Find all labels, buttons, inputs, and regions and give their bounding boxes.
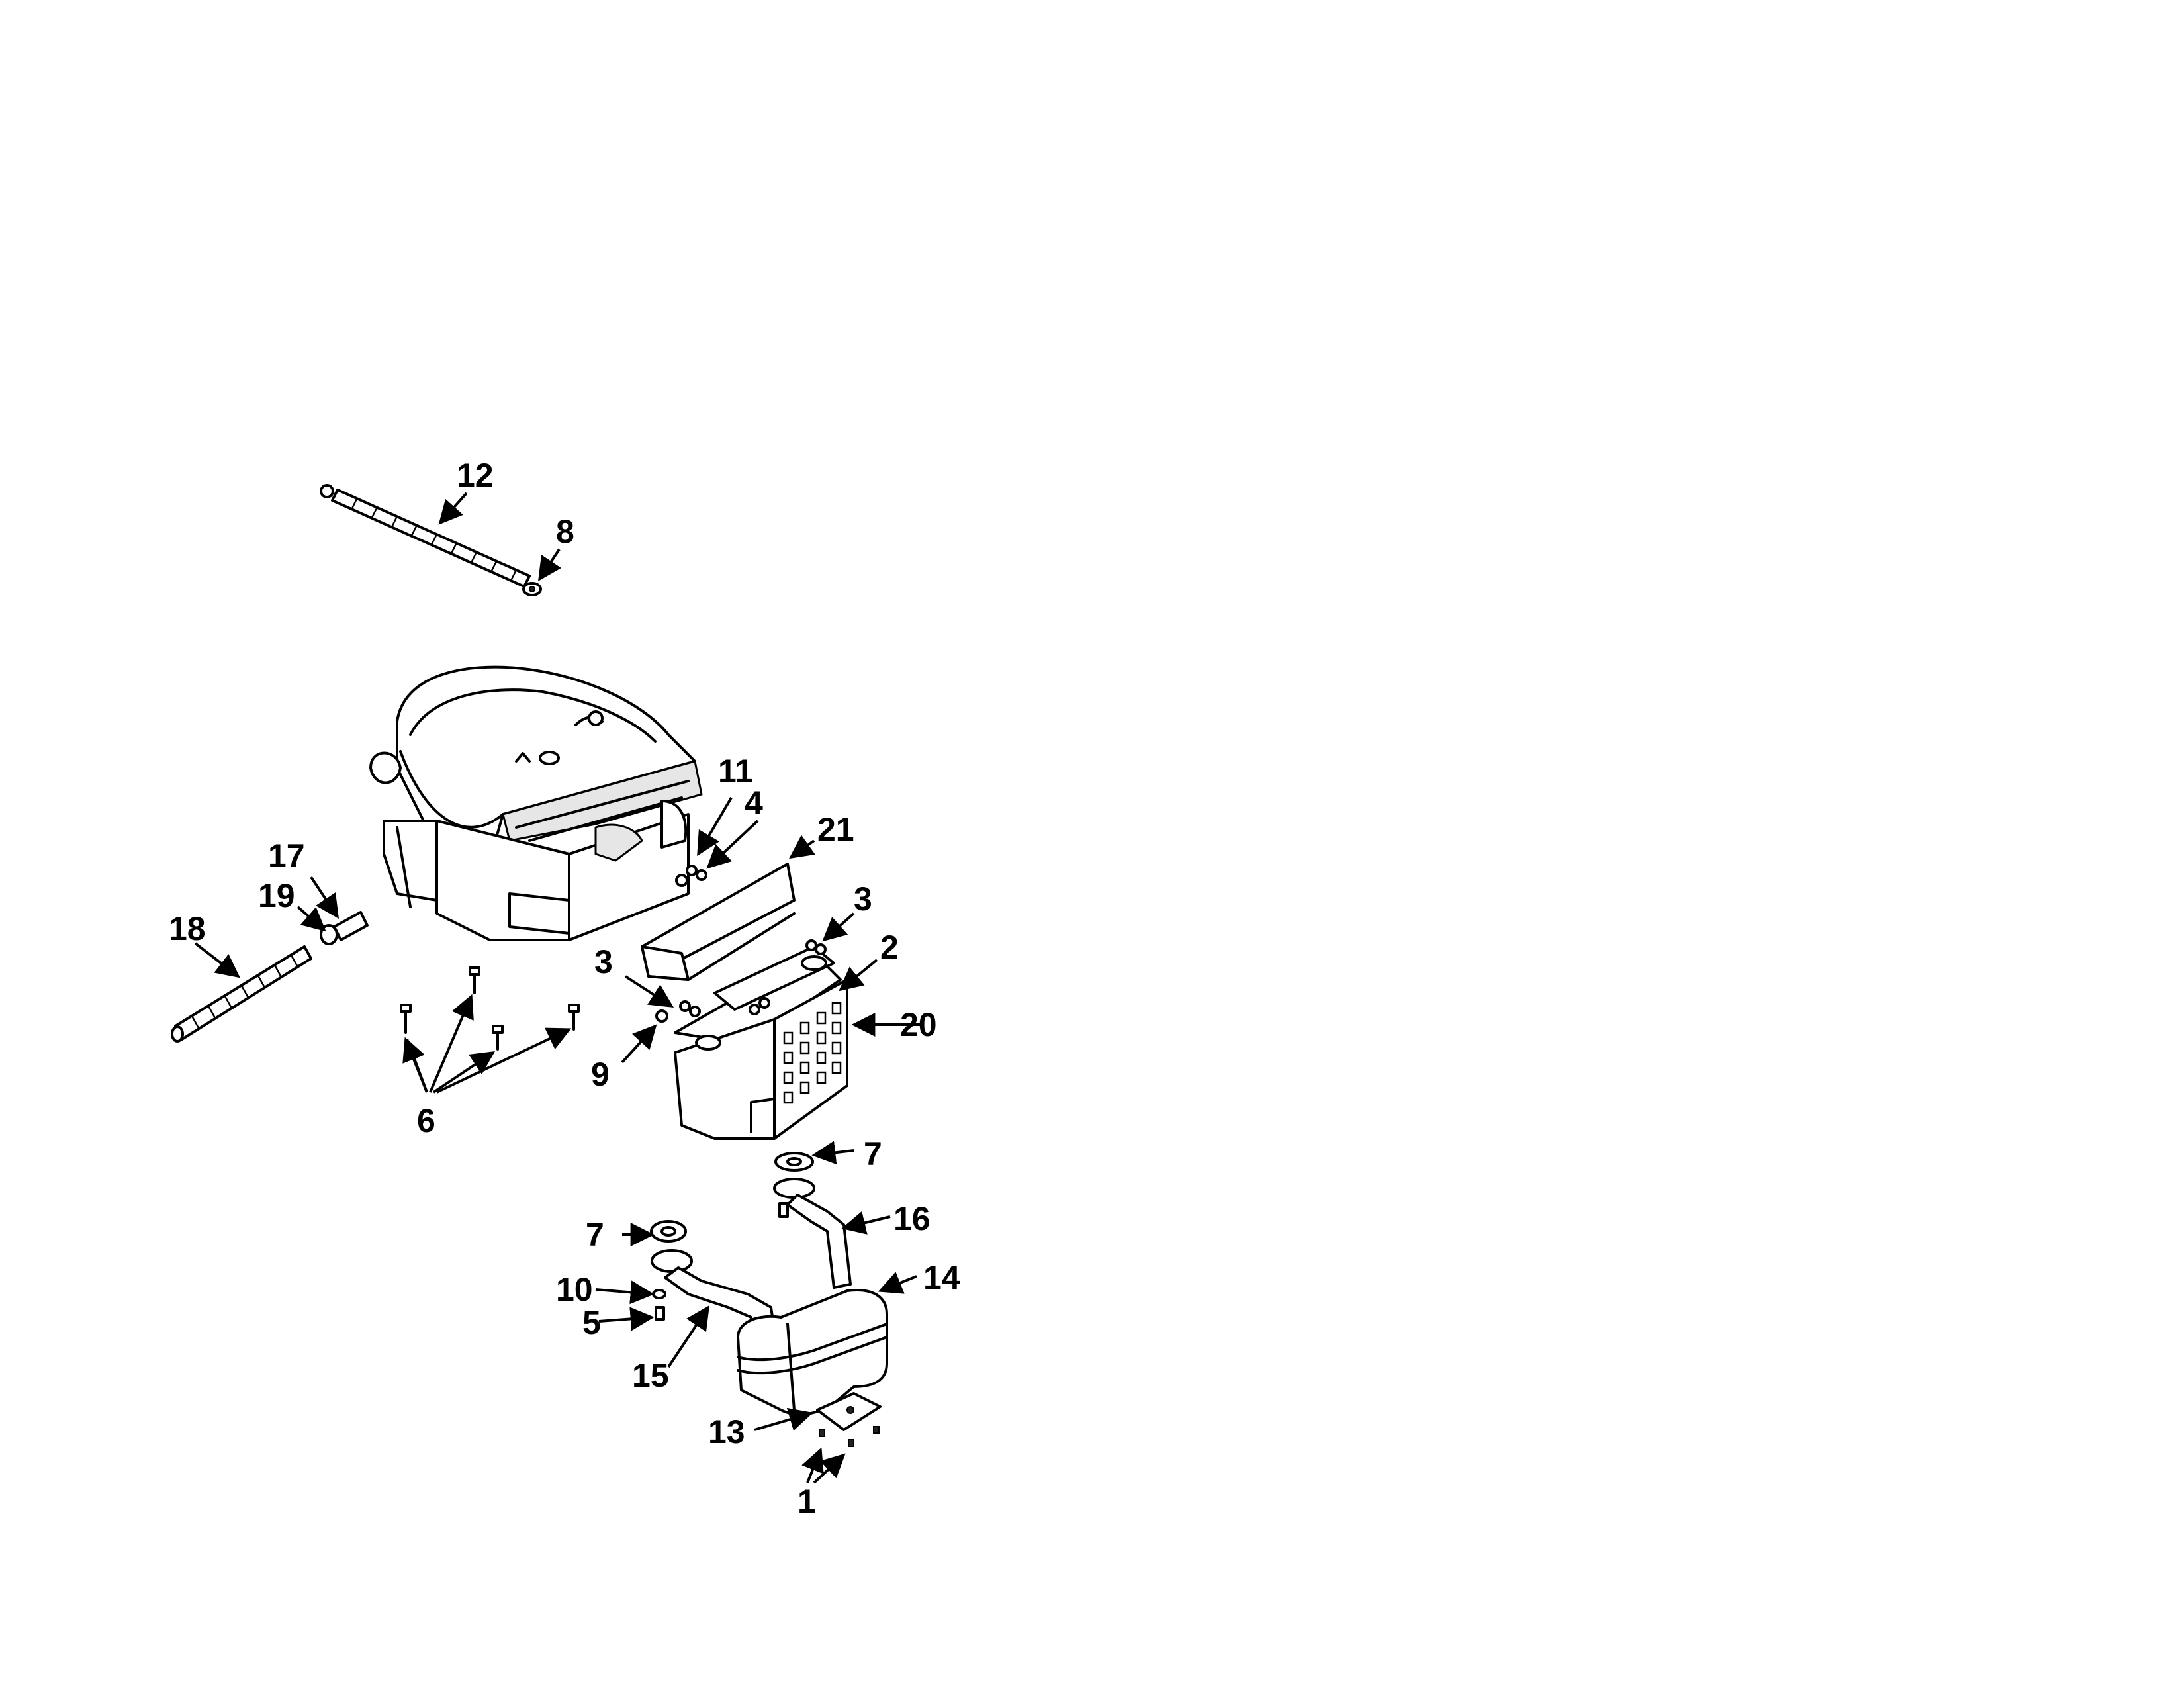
part-12-end-clamp-left [320,484,334,498]
part-17-fitting [333,911,369,941]
part-7-gasket-lower [650,1220,687,1243]
part-12-tube [331,489,531,588]
part-13-mounting-plate [816,1392,882,1431]
leader-lines [194,492,920,1484]
callout-6: 6 [417,1102,435,1139]
callout-11: 11 [718,753,753,790]
callout-13: 13 [708,1413,745,1450]
callout-labels: 12 8 11 4 21 3 2 3 20 9 17 19 18 6 7 16 … [169,457,960,1520]
callout-20: 20 [900,1006,937,1043]
callout-21: 21 [817,811,854,848]
callout-8: 8 [556,513,574,550]
callout-7-lower: 7 [586,1216,604,1253]
part-18-hose [171,945,312,1043]
part-16-exhaust-pipe [773,1178,852,1289]
part-1-screws [819,1426,880,1447]
callout-7-upper: 7 [864,1135,882,1172]
callout-12: 12 [457,457,494,494]
part-15-exhaust-pipe [651,1249,776,1335]
callout-17: 17 [268,837,305,874]
exhaust-bolt-upper [778,1202,789,1218]
callout-1: 1 [797,1483,816,1520]
callout-3-left: 3 [594,943,613,980]
callout-18: 18 [169,910,206,947]
callout-3-right: 3 [854,880,872,917]
part-5-bolt [655,1306,665,1321]
engine-housing [369,665,703,941]
part-21-shield-plate [641,863,796,981]
callout-10: 10 [556,1271,593,1308]
part-6-bolts [400,966,580,1051]
part-7-gasket-upper [774,1152,814,1172]
callout-9: 9 [591,1056,610,1093]
callout-5: 5 [582,1304,601,1341]
callout-14: 14 [923,1259,960,1296]
callout-2: 2 [880,929,899,966]
callout-19: 19 [258,877,295,914]
callout-15: 15 [632,1357,669,1394]
part-20-muffler-guard [674,945,848,1140]
fasteners-upper [655,865,827,1023]
part-10-washer [652,1289,666,1299]
callout-4: 4 [745,784,763,821]
part-8-clamp [522,582,542,596]
callout-16: 16 [893,1200,931,1237]
